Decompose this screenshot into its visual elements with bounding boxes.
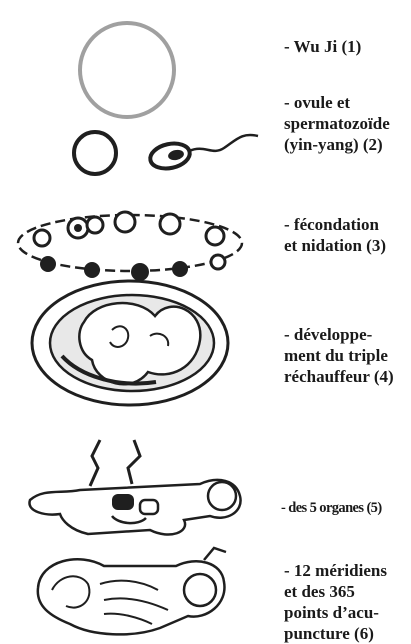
fetus-five-organs <box>29 440 240 535</box>
ovum <box>74 132 116 174</box>
caption-meridians: - 12 méridiens et des 365 points d’acu- … <box>284 560 411 644</box>
illustration-column <box>0 0 260 644</box>
ovum-and-sperm <box>74 132 258 174</box>
sperm-tail <box>189 135 258 151</box>
caption-ovule-sperm: - ovule et spermatozoïde (yin-yang) (2) <box>284 92 411 155</box>
caption-five-organs: - des 5 organes (5) <box>281 498 408 519</box>
caption-triple-rechauffeur: - développe- ment du triple réchauffeur … <box>284 324 411 387</box>
fetus-meridians <box>38 548 226 634</box>
embryo-in-womb <box>32 281 228 405</box>
fecondation-ring <box>18 212 242 281</box>
caption-fecondation: - fécondation et nidation (3) <box>284 214 411 256</box>
caption-wu-ji: - Wu Ji (1) <box>284 36 411 57</box>
wu-ji-circle <box>80 23 174 117</box>
